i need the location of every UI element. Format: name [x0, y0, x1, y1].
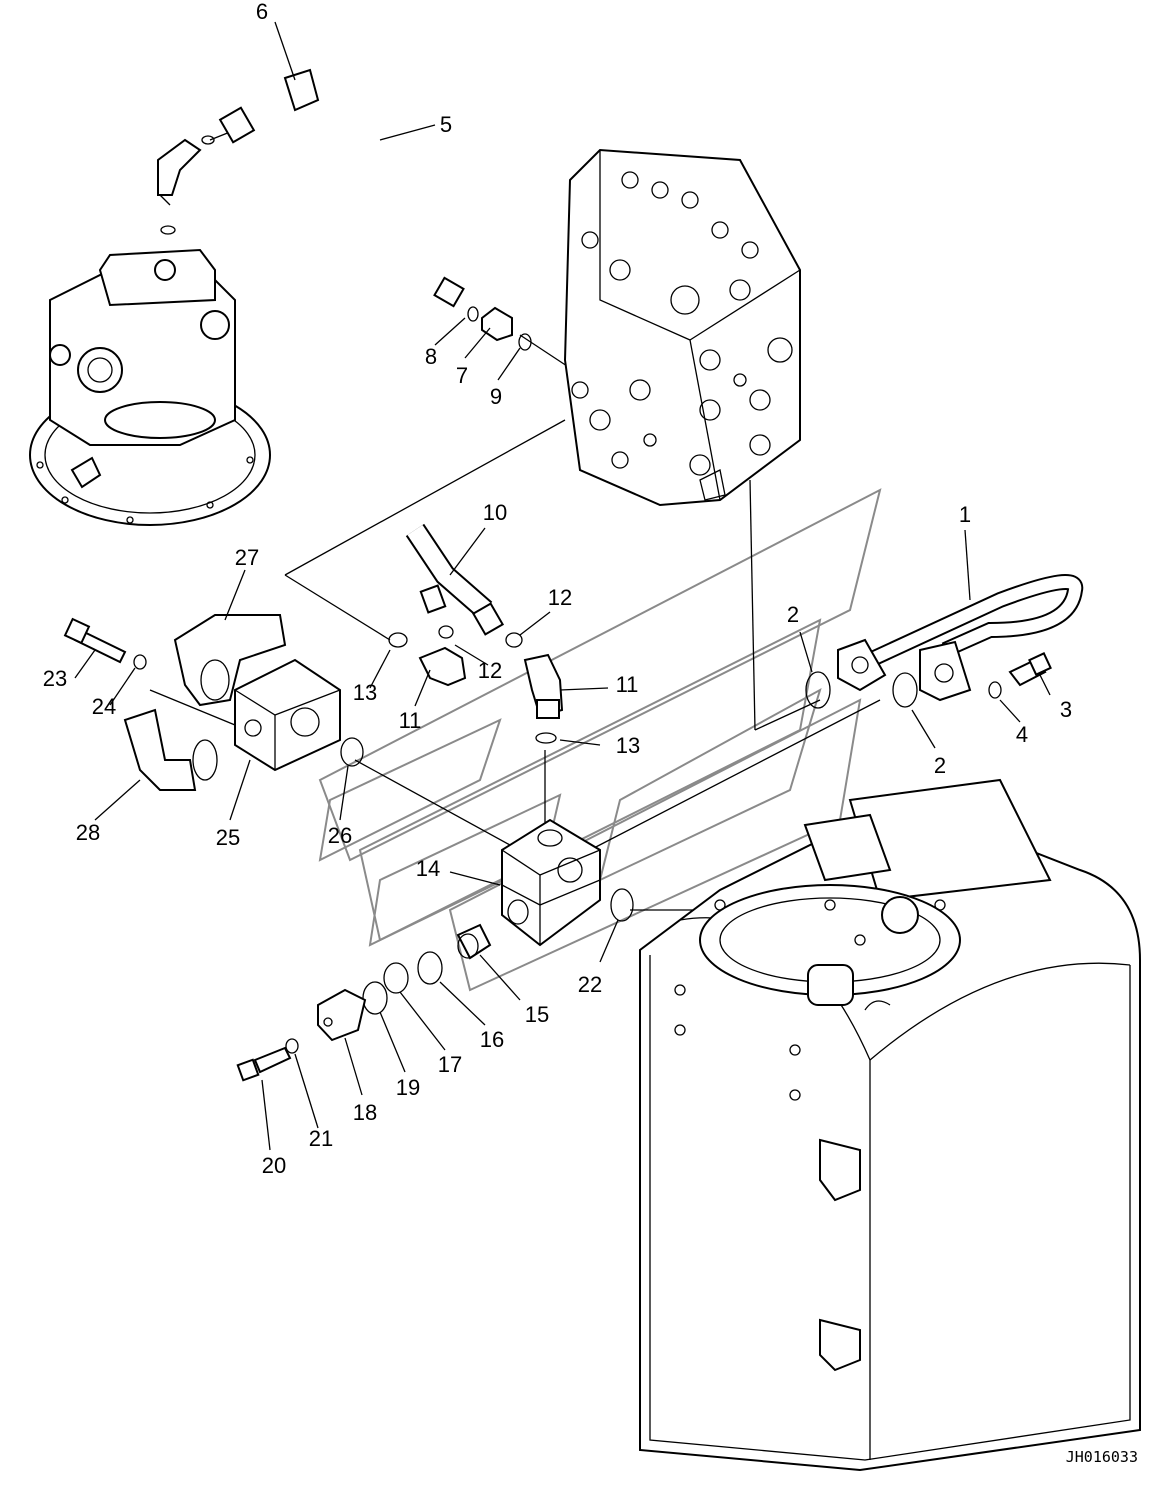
callout-27: 27 — [235, 545, 259, 570]
hose-1 — [837, 574, 1084, 702]
callout-10: 10 — [483, 500, 507, 525]
callout-12a: 12 — [548, 585, 572, 610]
callout-22: 22 — [578, 972, 602, 997]
callout-2a: 2 — [787, 602, 799, 627]
leader-lines — [149, 129, 881, 911]
bolt-23-washer-24 — [63, 617, 147, 670]
elbow-fitting-motor — [157, 138, 202, 235]
callout-11a: 11 — [399, 708, 422, 733]
callout-4: 4 — [1016, 722, 1028, 747]
callout-13a: 13 — [353, 680, 377, 705]
callout-12b: 12 — [478, 658, 502, 683]
control-valve — [563, 148, 801, 507]
fittings-7-8-9 — [467, 306, 532, 351]
callout-19: 19 — [396, 1075, 420, 1100]
swing-motor — [29, 248, 271, 526]
drawing-code: JH016033 — [1066, 1448, 1138, 1466]
callout-13b: 13 — [616, 733, 640, 758]
elbows-11 — [418, 646, 564, 744]
callout-leaders — [74, 21, 1051, 1151]
callout-26: 26 — [328, 823, 352, 848]
parts-15-to-21 — [236, 923, 492, 1082]
callout-28: 28 — [76, 820, 100, 845]
callout-6: 6 — [256, 0, 268, 24]
hydraulic-tank — [639, 778, 1141, 1472]
o-rings-2 — [805, 671, 918, 709]
o-ring-26 — [340, 737, 364, 767]
callout-15: 15 — [525, 1002, 549, 1027]
o-ring-22 — [610, 888, 634, 922]
callout-numbers: 1 2 2 3 4 5 6 7 8 9 10 11 11 12 12 13 13… — [43, 0, 1072, 1178]
block-14 — [501, 818, 601, 947]
callout-20: 20 — [262, 1153, 286, 1178]
block-25 — [234, 658, 341, 772]
callout-1: 1 — [959, 502, 971, 527]
callout-16: 16 — [480, 1027, 504, 1052]
hose-5 — [201, 68, 465, 308]
callout-23: 23 — [43, 666, 67, 691]
bolt-3-washer-4 — [988, 652, 1052, 699]
callout-8: 8 — [425, 344, 437, 369]
callout-25: 25 — [216, 825, 240, 850]
hose-10 — [388, 523, 523, 648]
callout-24: 24 — [92, 694, 116, 719]
callout-7: 7 — [456, 363, 468, 388]
callout-14: 14 — [416, 856, 440, 881]
callout-5: 5 — [440, 112, 452, 137]
callout-17: 17 — [438, 1052, 462, 1077]
callout-3: 3 — [1060, 697, 1072, 722]
callout-18: 18 — [353, 1100, 377, 1125]
callout-2b: 2 — [934, 753, 946, 778]
callout-11b: 11 — [616, 672, 639, 697]
elbow-27-pipe-28 — [123, 614, 287, 791]
callout-9: 9 — [490, 384, 502, 409]
callout-21: 21 — [309, 1126, 333, 1151]
